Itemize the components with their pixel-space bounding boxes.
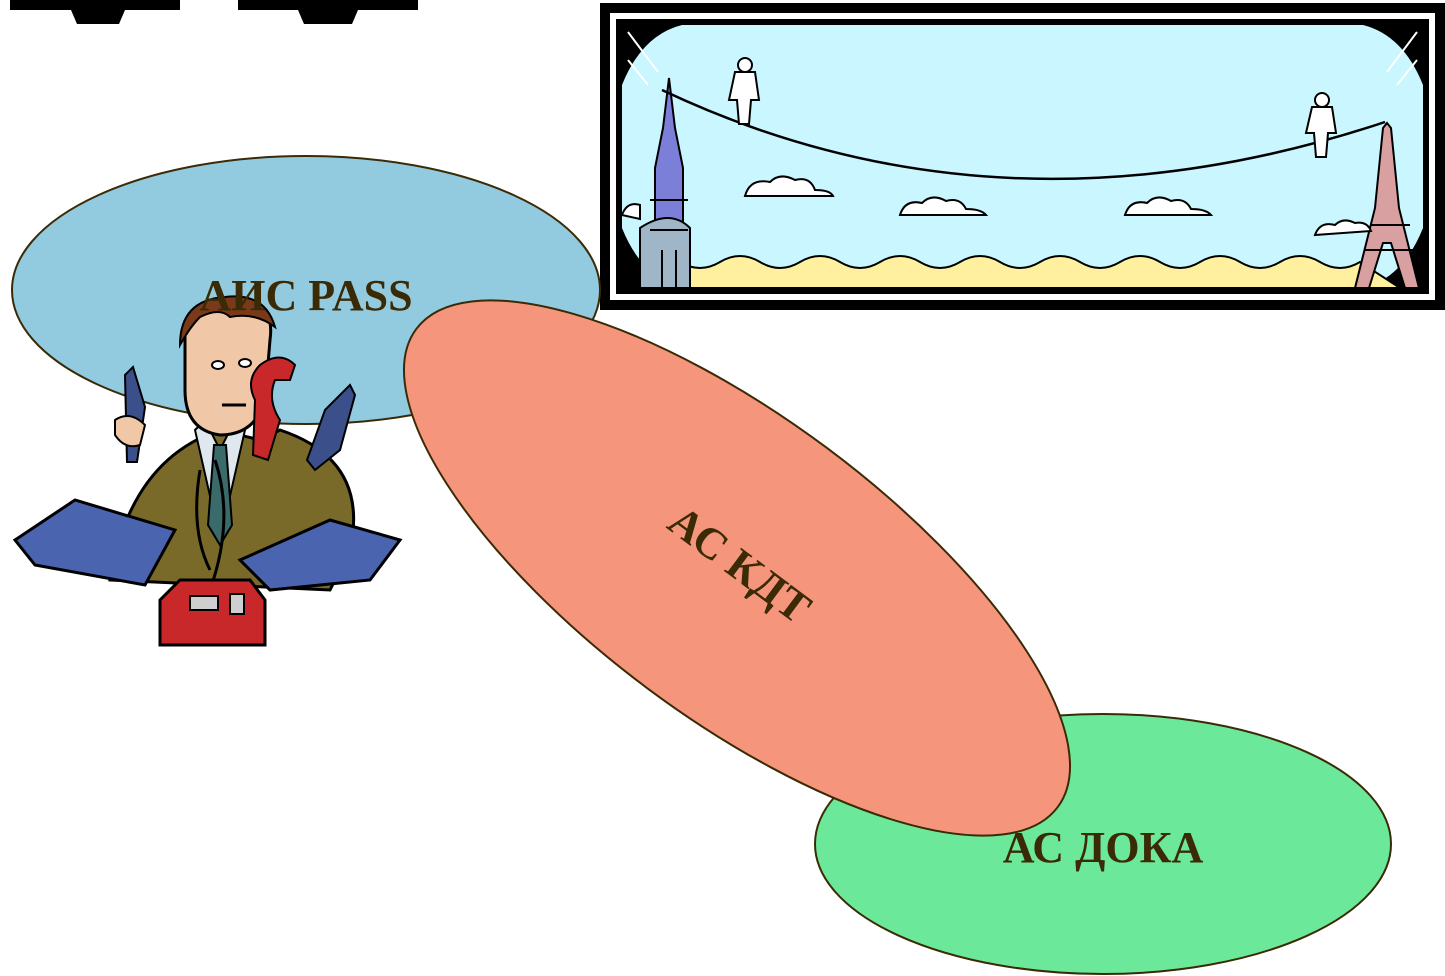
node-ais-pass-label: АИС PASS <box>199 271 412 320</box>
man-with-phones-picture <box>12 295 403 647</box>
node-as-doka-label: АС ДОКА <box>1003 823 1204 872</box>
node-as-kdt <box>402 299 1072 837</box>
tightrope-walkers-picture <box>600 3 1445 310</box>
node-as-kdt-shape <box>402 299 1072 837</box>
cut-off-heading-fragment <box>10 0 418 24</box>
